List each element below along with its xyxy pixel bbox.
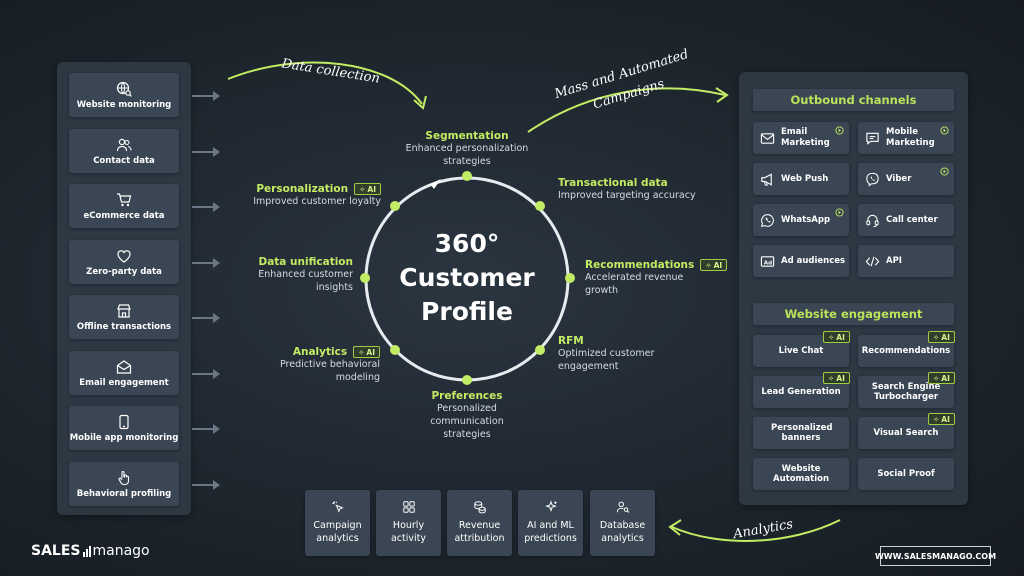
coins-icon — [473, 501, 486, 514]
node-recommendations: Recommendations ✧AI Accelerated revenue … — [585, 259, 728, 297]
ai-badge: ✧AI — [823, 331, 850, 343]
channel-call-center: Call center — [858, 204, 954, 236]
envelope-open-icon — [116, 359, 132, 374]
node-data-unification: Data unification Enhanced customer insig… — [258, 256, 353, 293]
cart-icon — [117, 192, 132, 206]
arrow-right — [192, 147, 220, 157]
source-behavioral-profiling: Behavioral profiling — [69, 462, 179, 506]
analytics-campaign: Campaign analytics — [305, 490, 370, 556]
hand-pointer-icon — [118, 470, 130, 485]
channel-email-marketing: Email Marketing — [753, 122, 849, 154]
cursor-click-icon — [331, 501, 344, 513]
channel-whatsapp: WhatsApp — [753, 204, 849, 236]
channel-api: API — [858, 245, 954, 277]
ai-badge: ✧AI — [823, 372, 850, 384]
engagement-website-automation: Website Automation — [753, 458, 849, 490]
arrow-right — [192, 480, 220, 490]
add-ai-icon — [835, 208, 844, 217]
salesmanago-logo: SALES manago — [31, 543, 150, 559]
sparkle-icon: ✧ — [933, 414, 940, 424]
customer-profile-title: 360° Customer Profile — [399, 229, 535, 326]
sparkle-icon: ✧ — [359, 184, 366, 194]
analytics-hourly-activity: Hourly activity — [376, 490, 441, 556]
megaphone-icon — [761, 172, 772, 186]
add-ai-icon — [940, 167, 949, 176]
node-rfm: RFM Optimized customer engagement — [558, 335, 655, 372]
node-dot-transactional — [535, 201, 545, 211]
viber-icon — [866, 172, 879, 187]
ai-badge: ✧AI — [928, 331, 955, 343]
ai-badge: ✧AI — [928, 413, 955, 425]
ad-icon: Ad — [760, 255, 775, 267]
node-segmentation: Segmentation Enhanced personalization st… — [405, 130, 529, 167]
sparkle-icon: ✧ — [933, 332, 940, 342]
node-transactional-data: Transactional data Improved targeting ac… — [558, 177, 696, 201]
channels-panel: Outbound channels Email Marketing Mobile… — [739, 72, 968, 505]
headset-icon — [866, 214, 879, 227]
heart-icon — [117, 249, 131, 263]
channel-viber: Viber — [858, 163, 954, 195]
node-dot-personalization — [390, 201, 400, 211]
channel-mobile-marketing: Mobile Marketing — [858, 122, 954, 154]
outbound-channels-title: Outbound channels — [753, 89, 954, 111]
grid-icon — [402, 501, 415, 513]
globe-search-icon — [116, 81, 132, 97]
code-icon — [865, 256, 880, 266]
svg-text:Ad: Ad — [764, 260, 772, 266]
arrow-right — [192, 424, 220, 434]
channel-web-push: Web Push — [753, 163, 849, 195]
analytics-revenue-attribution: Revenue attribution — [447, 490, 512, 556]
arrow-right — [192, 369, 220, 379]
arrow-right — [192, 202, 220, 212]
sparkles-icon — [544, 500, 557, 512]
source-ecommerce-data: eCommerce data — [69, 184, 179, 228]
arrow-right — [192, 91, 220, 101]
engagement-personalized-banners: Personalized banners — [753, 417, 849, 449]
ai-badge: ✧AI — [353, 346, 380, 358]
ai-badge: ✧AI — [354, 183, 381, 195]
logo-bars-icon — [82, 545, 91, 557]
users-icon — [116, 138, 132, 151]
chat-icon — [866, 132, 879, 145]
ai-badge: ✧AI — [700, 259, 728, 271]
source-email-engagement: Email engagement — [69, 351, 179, 395]
source-mobile-app-monitoring: Mobile app monitoring — [69, 406, 179, 450]
source-contact-data: Contact data — [69, 129, 179, 173]
engagement-social-proof: Social Proof — [858, 458, 954, 490]
node-dot-unification — [360, 273, 370, 283]
channel-ad-audiences: Ad Ad audiences — [753, 245, 849, 277]
node-dot-recommendations — [565, 273, 575, 283]
node-dot-segmentation — [462, 171, 472, 181]
node-dot-rfm — [535, 345, 545, 355]
node-analytics: Analytics ✧AI Predictive behavioral mode… — [279, 346, 380, 383]
node-dot-analytics — [390, 345, 400, 355]
node-personalization: Personalization ✧AI Improved customer lo… — [253, 183, 381, 207]
sparkle-icon: ✧ — [933, 373, 940, 383]
sparkle-icon: ✧ — [828, 332, 835, 342]
user-search-icon — [616, 501, 629, 513]
arrow-right — [192, 258, 220, 268]
email-icon — [760, 132, 775, 144]
add-ai-icon — [940, 126, 949, 135]
add-ai-icon — [835, 126, 844, 135]
whatsapp-icon — [760, 213, 774, 227]
website-engagement-title: Website engagement — [753, 303, 954, 325]
source-website-monitoring: Website monitoring — [69, 73, 179, 117]
source-offline-transactions: Offline transactions — [69, 295, 179, 339]
phone-icon — [119, 414, 129, 429]
data-sources-panel: Website monitoring Contact data eCommerc… — [57, 62, 191, 515]
sparkle-icon: ✧ — [828, 373, 835, 383]
store-icon — [117, 303, 131, 318]
node-dot-preferences — [462, 375, 472, 385]
analytics-database: Database analytics — [590, 490, 655, 556]
node-preferences: Preferences Personalized communication s… — [430, 390, 504, 440]
website-url[interactable]: WWW.SALESMANAGO.COM — [875, 546, 996, 566]
arrow-right — [192, 313, 220, 323]
source-zero-party-data: Zero-party data — [69, 240, 179, 284]
sparkle-icon: ✧ — [705, 260, 712, 270]
ai-badge: ✧AI — [928, 372, 955, 384]
analytics-ai-ml-predictions: AI and ML predictions — [518, 490, 583, 556]
sparkle-icon: ✧ — [358, 347, 365, 357]
